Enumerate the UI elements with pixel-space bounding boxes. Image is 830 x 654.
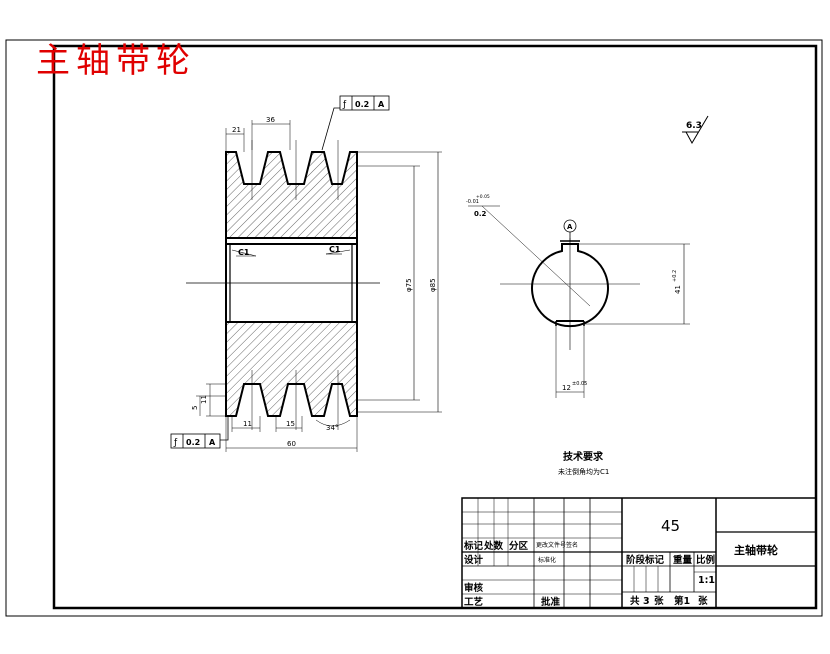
gtol-bottom-value: 0.2: [186, 438, 200, 447]
bottom-dimensions: 11 5 11 15 34° 60: [191, 383, 358, 452]
tb-label-design: 设计: [464, 554, 484, 566]
tb-label-mark: 标记: [463, 540, 484, 552]
pulley-section-view: [186, 140, 380, 430]
gtol-top-symbol: ƒ: [342, 100, 347, 110]
tb-label-sign: 签名: [566, 541, 578, 549]
tb-scale-label: 比例: [696, 554, 715, 566]
chamfer-right-label: C1: [329, 245, 341, 254]
dim-bottom-small: 5: [191, 406, 199, 410]
tb-sheet-unit2: 张: [698, 595, 708, 607]
sym-tol-value: 0.2: [474, 210, 487, 218]
gtol-bottom-symbol: ƒ: [173, 438, 178, 448]
tb-label-process: 工艺: [464, 596, 484, 608]
dim-dia-outer: φ85: [429, 278, 437, 292]
roughness-symbol: 6.3: [682, 115, 709, 145]
tb-label-std: 标准化: [538, 556, 556, 564]
tb-sheets-total-n: 3: [643, 596, 650, 607]
sheet-border: [5, 39, 823, 617]
dim-top-a: 21: [232, 126, 241, 134]
dim-keyway-width: 12: [562, 384, 571, 392]
chamfer-callouts: C1 C1: [231, 245, 351, 257]
drawing-title: 主轴带轮: [36, 41, 196, 81]
dim-bottom-depth: 11: [200, 395, 208, 404]
tb-label-zone: 分区: [509, 540, 529, 552]
gtol-top-frame: ƒ 0.2 A: [321, 95, 390, 151]
tb-sheet-unit: 张: [654, 595, 664, 607]
bore-tol-lower: -0.01: [466, 199, 479, 205]
tech-req-heading: 技术要求: [563, 450, 604, 463]
datum-a-label: A: [567, 223, 573, 231]
chamfer-left-label: C1: [238, 248, 250, 257]
dim-bottom-a: 11: [243, 420, 252, 428]
gtol-bottom-frame: ƒ 0.2 A: [170, 416, 229, 449]
dim-top-pitch: 36: [266, 116, 275, 124]
dim-keyway-height-tol: +0.2: [672, 270, 678, 282]
tech-req-line1: 未注倒角均为C1: [558, 467, 609, 476]
drawing-frame: [52, 44, 818, 610]
gtol-top-datum: A: [378, 100, 385, 109]
dim-keyway-width-tol: ±0.05: [572, 381, 587, 387]
tb-label-count: 处数: [483, 540, 504, 552]
dim-total-width: 60: [287, 440, 296, 448]
tb-material: 45: [661, 517, 680, 535]
top-dimensions: 21 36: [225, 116, 291, 152]
tb-label-check: 审核: [464, 582, 484, 594]
keyway-end-view: A 41 +0.2 12 ±0.05 -0.01 +0.05 0.2: [466, 194, 690, 398]
dim-bottom-angle: 34°: [326, 424, 338, 432]
tb-weight-label: 重量: [673, 554, 693, 566]
dim-keyway-height: 41: [674, 285, 682, 294]
tb-stage-label: 阶段标记: [626, 554, 665, 566]
dim-dia-inner: φ75: [405, 278, 413, 292]
diameter-dimensions: φ75 φ85: [357, 151, 442, 413]
gtol-bottom-datum: A: [209, 438, 216, 447]
roughness-value: 6.3: [686, 121, 702, 131]
tb-part-name: 主轴带轮: [734, 543, 778, 557]
title-block: 45 主轴带轮 标记 处数 分区 更改文件号 签名 设计 标准化 审核 工艺 批…: [461, 497, 817, 609]
tb-label-approve: 批准: [541, 596, 561, 608]
tb-label-doc: 更改文件号: [536, 541, 566, 549]
tb-sheets-total-label: 共: [630, 595, 640, 607]
tb-sheet-no: 第1: [674, 595, 690, 607]
dim-bottom-b: 15: [286, 420, 295, 428]
gtol-top-value: 0.2: [355, 100, 369, 109]
bore-tol-upper: +0.05: [476, 194, 490, 200]
tb-scale-value: 1:1: [698, 575, 715, 586]
